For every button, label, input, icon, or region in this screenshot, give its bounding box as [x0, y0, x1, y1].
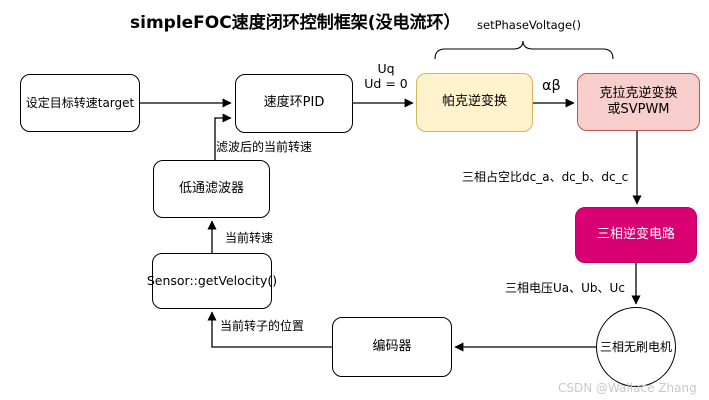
- node-low-pass-filter: 低通滤波器: [153, 160, 270, 218]
- node-speed-loop-pid: 速度环PID: [235, 74, 353, 133]
- node-set-target-speed: 设定目标转速target: [20, 74, 140, 132]
- arrow-lpf-to-pid: [214, 113, 232, 160]
- arrow-encoder-to-sensor: [207, 311, 332, 348]
- edge-label-duty-cycle: 三相占空比dc_a、dc_b、dc_c: [462, 170, 629, 184]
- edge-label-filtered-speed: 滤波后的当前转速: [216, 140, 313, 154]
- clarke-label-line1: 克拉克逆变换: [599, 85, 678, 101]
- edge-label-alpha-beta: αβ: [542, 78, 561, 94]
- node-sensor-getvelocity: Sensor::getVelocity(): [147, 253, 277, 309]
- watermark: CSDN @Wallace Zhang: [558, 381, 697, 395]
- edge-label-current-speed: 当前转速: [225, 231, 274, 245]
- clarke-label-line2: 或SVPWM: [607, 102, 670, 117]
- edge-label-phase-voltage: 三相电压Ua、Ub、Uc: [505, 281, 625, 295]
- node-bldc-motor: 三相无刷电机: [596, 307, 676, 387]
- edge-label-uq-ud: Uq Ud = 0: [355, 61, 417, 91]
- brace-setphasevoltage: [434, 40, 614, 60]
- node-inverse-clarke-svpwm: 克拉克逆变换 或SVPWM: [577, 73, 700, 131]
- node-inverse-park-transform: 帕克逆变换: [416, 73, 533, 132]
- edge-label-uq: Uq: [377, 61, 395, 76]
- node-three-phase-inverter: 三相逆变电路: [575, 207, 697, 263]
- edge-label-rotor-position: 当前转子的位置: [220, 319, 305, 333]
- diagram-title: simpleFOC速度闭环控制框架(没电流环）: [130, 13, 461, 33]
- edge-label-ud: Ud = 0: [364, 76, 408, 91]
- node-encoder: 编码器: [332, 317, 452, 377]
- set-phase-voltage-annotation: setPhaseVoltage(): [477, 18, 582, 32]
